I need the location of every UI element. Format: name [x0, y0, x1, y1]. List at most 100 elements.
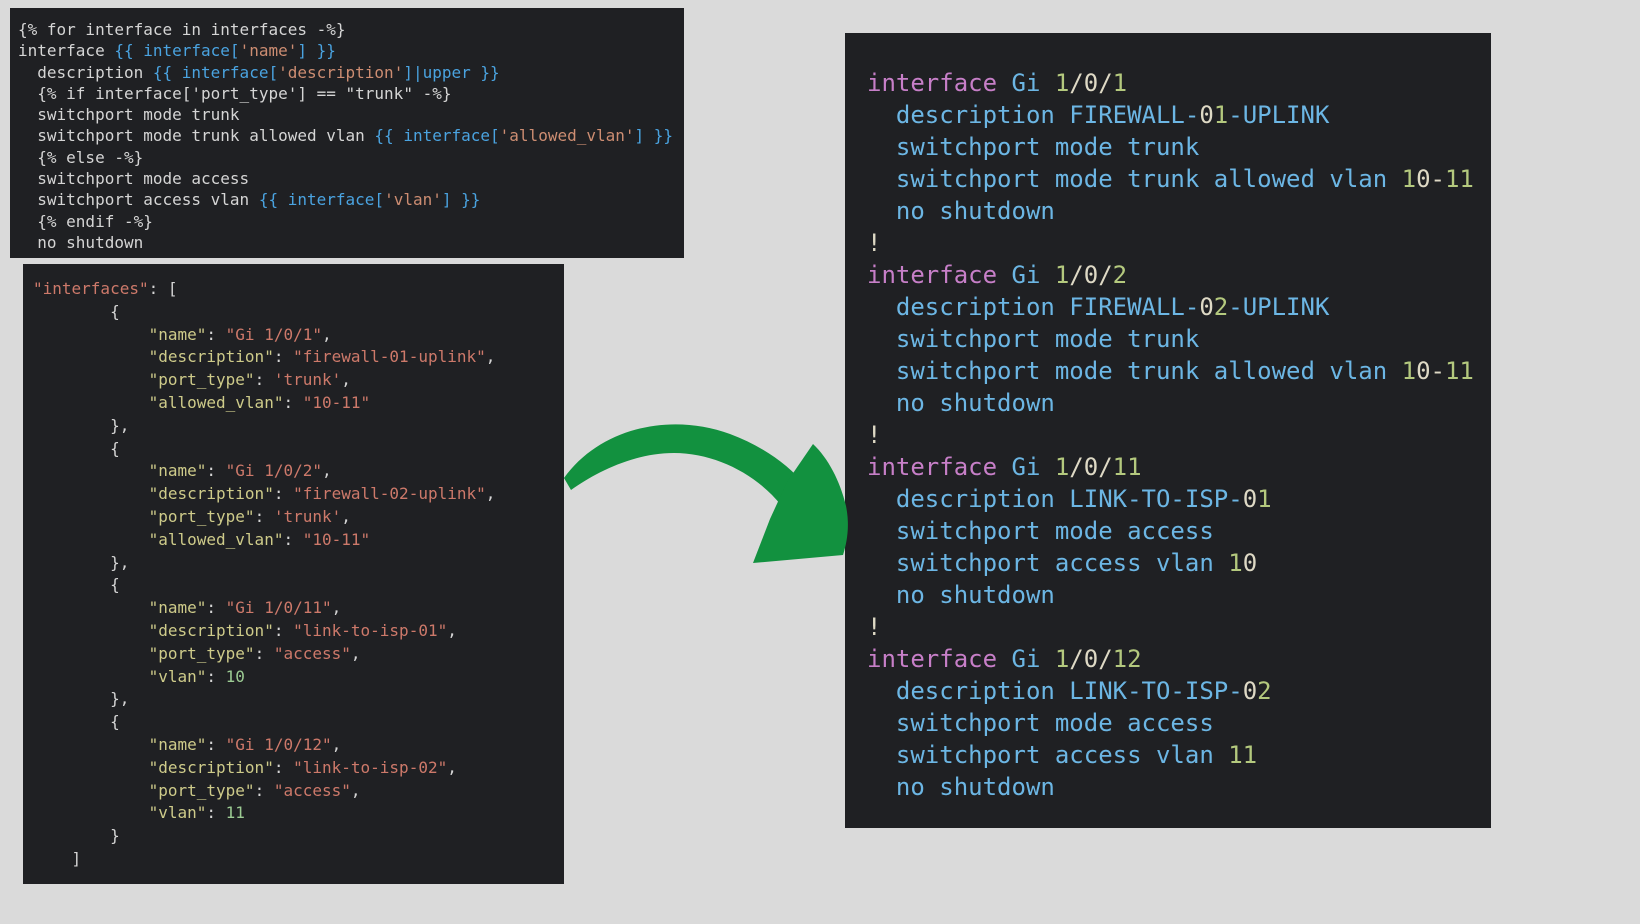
code-line: no shutdown — [867, 195, 1469, 227]
code-token-purple: interface — [867, 69, 998, 97]
code-line: "interfaces": [ — [33, 278, 554, 301]
code-token-cfg: switchport mode trunk — [867, 133, 1200, 161]
code-token-str: "Gi 1/0/2" — [225, 461, 322, 481]
code-token-str: "interfaces" — [33, 279, 149, 298]
code-token-plain: {% for interface in interfaces -%} — [18, 20, 346, 39]
code-token-cfg: -UPLINK — [1228, 101, 1330, 129]
code-token-dig: 11 — [1112, 453, 1142, 481]
code-line: "description": "firewall-02-uplink", — [33, 483, 554, 506]
code-line: }, — [33, 688, 554, 711]
code-token-zero: 0 — [1199, 101, 1214, 129]
code-line: }, — [33, 415, 554, 438]
code-line: { — [33, 574, 554, 597]
code-line: interface Gi 1/0/1 — [867, 67, 1469, 99]
jinja-template-code-panel: {% for interface in interfaces -%}interf… — [10, 8, 684, 258]
code-line: "allowed_vlan": "10-11" — [33, 392, 554, 415]
code-token-plain: { — [33, 575, 120, 595]
code-token-cfg: Gi — [997, 261, 1055, 289]
code-token-key: "allowed_vlan" — [33, 529, 284, 549]
code-token-plain: : — [206, 666, 226, 686]
code-token-key: "allowed_vlan" — [33, 392, 284, 412]
code-line: "port_type": 'trunk', — [33, 506, 554, 529]
code-line: switchport mode trunk — [18, 104, 676, 125]
code-line: switchport mode access — [867, 515, 1469, 547]
code-line: "description": "link-to-isp-01", — [33, 620, 554, 643]
code-token-plain: {% if interface['port_type'] == "trunk" … — [18, 83, 452, 103]
render-arrow-icon — [550, 386, 860, 586]
code-token-cfg: Gi — [997, 645, 1055, 673]
code-line: description LINK-TO-ISP-02 — [867, 675, 1469, 707]
code-line: { — [33, 301, 554, 324]
code-token-cfg: switchport mode trunk — [867, 325, 1200, 353]
code-token-plain: : — [254, 780, 274, 800]
code-token-key: "name" — [33, 734, 207, 754]
code-token-dig: 11 — [1444, 357, 1474, 385]
code-token-plain: : — [206, 803, 226, 823]
code-token-plain: }, — [33, 689, 130, 709]
json-data-code-panel: "interfaces": [ { "name": "Gi 1/0/1", "d… — [23, 264, 564, 884]
code-token-orange: 'allowed_vlan' — [499, 126, 635, 146]
code-token-purple: interface — [867, 453, 998, 481]
code-token-plain: { — [33, 712, 120, 732]
code-line: "name": "Gi 1/0/11", — [33, 597, 554, 620]
code-token-blue: {{ interface[ — [114, 41, 240, 61]
code-line: switchport access vlan {{ interface['vla… — [18, 189, 676, 210]
code-token-cfg: description FIREWALL- — [867, 101, 1200, 129]
code-token-zero: 0 — [1242, 677, 1258, 705]
code-token-plain: {% else -%} — [18, 147, 144, 167]
code-token-cfg: no shutdown — [867, 389, 1055, 417]
code-line: interface Gi 1/0/11 — [867, 451, 1469, 483]
code-token-plain: , — [341, 370, 351, 390]
code-token-dig: 11 — [1228, 741, 1258, 769]
code-line: description {{ interface['description']|… — [18, 62, 676, 83]
code-token-bang: ! — [867, 421, 882, 449]
code-token-key: "port_type" — [33, 506, 255, 526]
code-token-key: "name" — [33, 461, 207, 481]
code-token-cfg: switchport mode trunk allowed vlan — [867, 357, 1402, 385]
code-token-blue: {{ interface[ — [374, 126, 500, 146]
code-token-bang: ! — [867, 229, 882, 257]
code-line: switchport mode trunk — [867, 131, 1469, 163]
code-token-plain: switchport mode trunk allowed vlan — [18, 126, 375, 146]
code-line: switchport access vlan 11 — [867, 739, 1469, 771]
rendered-config-code-panel: interface Gi 1/0/1 description FIREWALL-… — [845, 33, 1491, 828]
code-line: no shutdown — [867, 771, 1469, 803]
code-line: no shutdown — [18, 232, 676, 253]
code-token-plain: no shutdown — [18, 232, 144, 252]
code-token-plain: description — [18, 62, 153, 82]
code-token-dig: 2 — [1257, 677, 1272, 705]
code-token-plain: switchport mode trunk — [18, 105, 240, 125]
code-token-plain: : — [273, 347, 294, 367]
code-line: { — [33, 438, 554, 461]
code-token-key: "name" — [33, 598, 207, 618]
code-token-plain: , — [350, 780, 361, 800]
code-line: switchport mode access — [867, 707, 1469, 739]
code-token-plain: : — [273, 620, 294, 640]
code-token-dig: 1 — [1257, 485, 1272, 513]
code-line: "name": "Gi 1/0/12", — [33, 734, 554, 757]
code-line: {% if interface['port_type'] == "trunk" … — [18, 83, 676, 104]
code-token-key: "name" — [33, 324, 207, 344]
code-token-purple: interface — [867, 261, 998, 289]
code-line: switchport mode trunk allowed vlan 10-11 — [867, 355, 1474, 387]
code-line: ! — [867, 611, 1469, 643]
code-token-key: "description" — [33, 757, 274, 777]
code-token-plain: ] — [33, 848, 82, 868]
code-token-blue: {{ interface[ — [152, 62, 279, 82]
code-token-plain: { — [33, 438, 120, 458]
code-token-key: "port_type" — [33, 643, 255, 663]
code-line: switchport access vlan 10 — [867, 547, 1469, 579]
code-token-plain: , — [331, 598, 342, 618]
code-line: interface {{ interface['name'] }} — [18, 40, 676, 61]
code-token-zero: 0 — [1242, 485, 1258, 513]
code-token-str: 'trunk' — [273, 370, 342, 390]
code-token-str: "10-11" — [302, 529, 371, 549]
code-token-orange: 'vlan' — [384, 190, 442, 210]
code-token-orange: 'description' — [278, 62, 404, 82]
code-line: }, — [33, 552, 554, 575]
code-line: ! — [867, 227, 1469, 259]
code-token-plain: : — [273, 484, 294, 504]
code-token-blue: ] }} — [441, 190, 481, 210]
code-token-dig: 12 — [1112, 645, 1142, 673]
code-token-key: "port_type" — [33, 370, 255, 390]
